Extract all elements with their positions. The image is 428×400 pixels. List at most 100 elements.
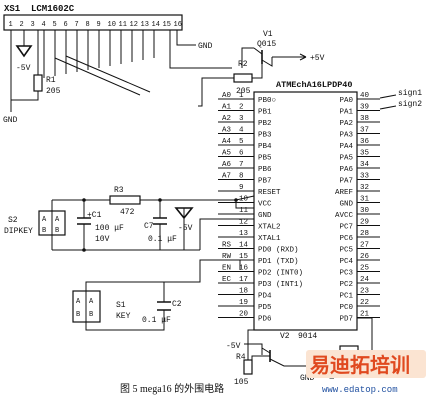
v1-ref: V1 bbox=[263, 30, 273, 39]
r2-wire bbox=[198, 77, 234, 107]
c2-plates bbox=[157, 301, 171, 311]
c1-plates bbox=[77, 217, 91, 225]
mcu-right-pin-name: PC4 bbox=[339, 258, 353, 266]
lcd-pin-number: 11 bbox=[119, 21, 127, 29]
mcu-right-pin-name: PA4 bbox=[339, 143, 353, 151]
lcd-pin-number: 3 bbox=[31, 21, 35, 29]
s1-ref: S1 bbox=[116, 301, 126, 310]
mcu-right-pin-name: PC1 bbox=[339, 293, 353, 301]
mcu-left-pin-number: 12 bbox=[239, 219, 248, 227]
c2-val: 0.1 μF bbox=[142, 316, 171, 325]
mcu-right-pin-number: 37 bbox=[360, 127, 369, 135]
buzzer-neg5v-label: -5V bbox=[226, 342, 241, 351]
mcu-right-pin-name: PA7 bbox=[339, 178, 353, 186]
mcu-right-pin-name: PA2 bbox=[339, 120, 353, 128]
r3-resistor bbox=[109, 195, 141, 205]
lcd-pin-number: 7 bbox=[75, 21, 79, 29]
mcu-right-pin-number: 36 bbox=[360, 138, 370, 146]
mcu-part: ATMEchA16LPDP40 bbox=[276, 80, 353, 90]
mcu-left-net-label: RS bbox=[222, 242, 232, 250]
lcd-gnd-wire bbox=[176, 30, 196, 46]
v1-part: Q015 bbox=[257, 40, 276, 49]
v2-ref: V2 bbox=[280, 332, 290, 341]
mcu-right-pin-number: 29 bbox=[360, 219, 369, 227]
mcu-left-pin-number: 13 bbox=[239, 230, 249, 238]
mcu-ic: ATMEchA16LPDP40 1PB0○A02PB1A13PB2A24PB3A… bbox=[218, 80, 422, 331]
v1-supply-arrow bbox=[299, 53, 307, 61]
mcu-left-pin-number: 8 bbox=[239, 173, 244, 181]
junction-dot bbox=[234, 198, 238, 202]
mcu-right-pin-name: GND bbox=[339, 201, 353, 209]
v2-part: 9014 bbox=[298, 332, 317, 341]
c7-ref: C7 bbox=[144, 222, 154, 231]
mcu-right-pins: 40PA039PA138PA237PA336PA435PA534PA633PA7… bbox=[335, 92, 380, 324]
mcu-right-pin-name: PC5 bbox=[339, 247, 353, 255]
reset-neg5v-label: -5V bbox=[178, 224, 193, 233]
mcu-left-pin-number: 17 bbox=[239, 276, 248, 284]
lcd-pin-number: 4 bbox=[42, 21, 46, 29]
neg5v-symbol bbox=[174, 207, 194, 220]
s2-pin-b1: B bbox=[42, 227, 46, 235]
v1-emitter-wire bbox=[241, 47, 254, 68]
mcu-right-pin-name: PC3 bbox=[339, 270, 353, 278]
mcu-right-pin-number: 23 bbox=[360, 288, 370, 296]
mcu-right-pin-number: 35 bbox=[360, 150, 370, 158]
mcu-left-pin-name: PB6 bbox=[258, 166, 272, 174]
r1-wire-bottom bbox=[11, 91, 39, 101]
sign-leads bbox=[379, 94, 397, 110]
mcu-left-pin-name: PD3 (INT1) bbox=[258, 281, 303, 289]
mcu-left-pin-name: PD2 (INT0) bbox=[258, 270, 303, 278]
mcu-left-net-label: A5 bbox=[222, 150, 232, 158]
mcu-left-pin-name: PB7 bbox=[258, 178, 272, 186]
transistor-v1: V1 Q015 +5V R2 205 bbox=[198, 30, 325, 107]
mcu-right-pin-number: 26 bbox=[360, 253, 370, 261]
mcu-left-pin-number: 16 bbox=[239, 265, 249, 273]
mcu-right-pin-name: PC6 bbox=[339, 235, 353, 243]
mcu-right-pin-number: 25 bbox=[360, 265, 370, 273]
mcu-right-pin-number: 24 bbox=[360, 276, 370, 284]
r2-resistor bbox=[233, 73, 253, 83]
mcu-left-pin-name: PB5 bbox=[258, 155, 272, 163]
mcu-right-pin-number: 40 bbox=[360, 92, 370, 100]
mcu-left-net-label: A7 bbox=[222, 173, 231, 181]
mcu-left-pin-number: 14 bbox=[239, 242, 249, 250]
r4-to-pd6-wire bbox=[247, 329, 254, 360]
mcu-right-pin-name: AVCC bbox=[335, 212, 354, 220]
lcd-neg5v-label: -5V bbox=[16, 64, 31, 73]
buzzer-gnd-label: GND bbox=[300, 374, 315, 383]
key-wires bbox=[85, 281, 165, 331]
mcu-right-pin-number: 32 bbox=[360, 184, 369, 192]
mcu-right-pin-name: PA3 bbox=[339, 132, 353, 140]
sign1-label: sign1 bbox=[398, 89, 422, 98]
mcu-right-pin-number: 39 bbox=[360, 104, 369, 112]
r4-val: 105 bbox=[234, 378, 249, 387]
lcd-pin-number: 1 bbox=[9, 21, 13, 29]
mcu-right-pin-name: PA0 bbox=[339, 97, 353, 105]
lcd-neg5v-symbol bbox=[15, 45, 33, 58]
junction-dot bbox=[82, 198, 86, 202]
mcu-left-pin-number: 15 bbox=[239, 253, 249, 261]
mcu-right-pin-number: 31 bbox=[360, 196, 370, 204]
reset-circuit: S2 DIPKEY A B A B R3 472 +C1 100 μF 10V … bbox=[4, 186, 255, 252]
s1-pin-b2: B bbox=[89, 311, 93, 319]
watermark-bg bbox=[306, 350, 426, 378]
key-to-mcu-wire bbox=[164, 259, 241, 283]
watermark: 易迪拓培训 www.edatop.com bbox=[306, 350, 426, 395]
mcu-left-pin-number: 19 bbox=[239, 299, 248, 307]
c1-ref: +C1 bbox=[87, 211, 102, 220]
mcu-left-pin-name: PB4 bbox=[258, 143, 272, 151]
mcu-right-pin-name: PC7 bbox=[339, 224, 353, 232]
mcu-left-net-label: A3 bbox=[222, 127, 232, 135]
lcd-pin-number: 14 bbox=[152, 21, 160, 29]
v1-supply-label: +5V bbox=[310, 54, 325, 63]
lcd-ref: XS1 bbox=[4, 4, 21, 14]
r4-resistor bbox=[243, 359, 253, 375]
mcu-right-pin-name: PA1 bbox=[339, 109, 353, 117]
c1-val1: 100 μF bbox=[95, 224, 124, 233]
c7-plates bbox=[153, 217, 167, 225]
mcu-left-net-label: A6 bbox=[222, 161, 232, 169]
mcu-right-pin-number: 33 bbox=[360, 173, 370, 181]
mcu-left-pin-name: VCC bbox=[258, 201, 272, 209]
